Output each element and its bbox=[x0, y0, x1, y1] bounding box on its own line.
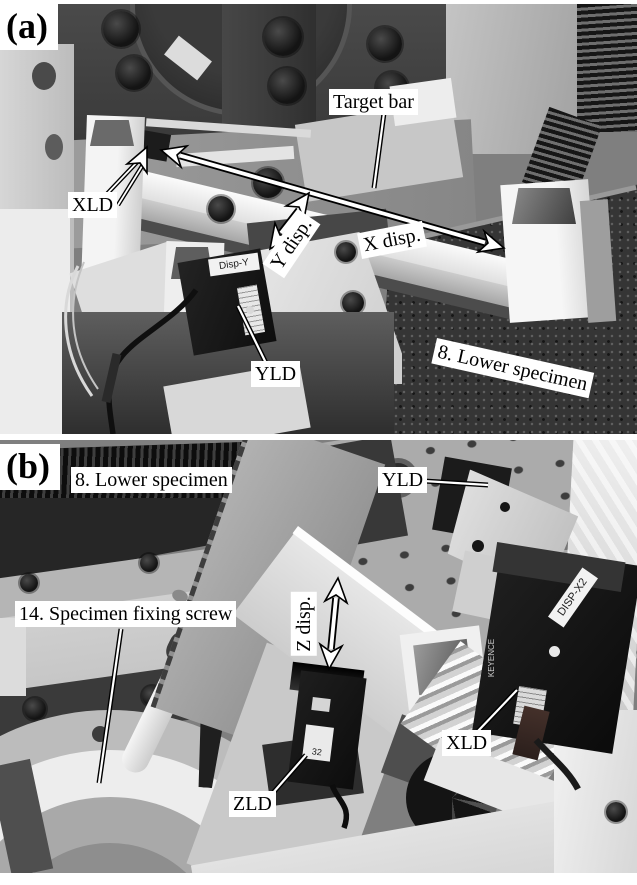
panel-b-annotations bbox=[96, 478, 581, 829]
column-bright-face bbox=[0, 209, 70, 434]
label-target-bar: Target bar bbox=[329, 89, 418, 115]
label-z-disp: Z disp. bbox=[290, 592, 317, 656]
ledge-bolt bbox=[140, 554, 158, 572]
label-xld-a: XLD bbox=[68, 192, 118, 218]
label-specimen-fixing-screw: 14. Specimen fixing screw bbox=[15, 601, 237, 627]
z-disp-arrow bbox=[318, 576, 349, 671]
panel-a-photo: Disp-Y bbox=[0, 4, 637, 434]
hex-bolt bbox=[269, 68, 305, 104]
hex-bolt bbox=[103, 11, 139, 47]
xld-cable bbox=[533, 737, 581, 791]
yld-sensor-lens bbox=[246, 306, 254, 314]
bracket-screw bbox=[500, 502, 510, 512]
panel-a-annotations bbox=[64, 112, 506, 434]
label-zld-b: ZLD bbox=[229, 791, 276, 817]
bracket-bolt bbox=[342, 292, 364, 314]
x-disp-arrow bbox=[159, 144, 506, 254]
hex-bolt bbox=[368, 27, 402, 61]
column-hole bbox=[45, 134, 63, 160]
label-yld-b: YLD bbox=[378, 467, 428, 493]
cable-light bbox=[64, 265, 94, 397]
x-target-tube-opening bbox=[512, 188, 576, 224]
hex-bolt bbox=[264, 18, 302, 56]
leg-bolt bbox=[606, 802, 626, 822]
cable-connector bbox=[101, 352, 122, 404]
ledge-bolt bbox=[20, 574, 38, 592]
bracket-screw bbox=[472, 540, 484, 552]
socket-bolt bbox=[24, 698, 46, 720]
zld-cable bbox=[329, 783, 350, 829]
column-hole bbox=[32, 62, 56, 90]
platform-knob bbox=[208, 196, 234, 222]
cable-black bbox=[106, 288, 199, 434]
cable-light bbox=[72, 261, 99, 390]
xld-indicator-dot bbox=[549, 646, 560, 657]
label-yld-a: YLD bbox=[251, 361, 301, 387]
bracket-bolt bbox=[336, 242, 356, 262]
threaded-rod bbox=[577, 4, 637, 132]
xld-arrowhead bbox=[124, 145, 148, 176]
xld-target-tube-opening bbox=[90, 120, 134, 146]
panel-b-marker: (b) bbox=[0, 444, 60, 490]
hex-bolt bbox=[117, 56, 151, 90]
left-bright-patch bbox=[0, 618, 26, 696]
label-lower-specimen-b: 8. Lower specimen bbox=[71, 467, 232, 493]
panel-b-photo: DISP-X2 KEYENCE 32 bbox=[0, 440, 637, 873]
panel-a-marker: (a) bbox=[0, 4, 58, 50]
label-xld-b: XLD bbox=[442, 730, 492, 756]
